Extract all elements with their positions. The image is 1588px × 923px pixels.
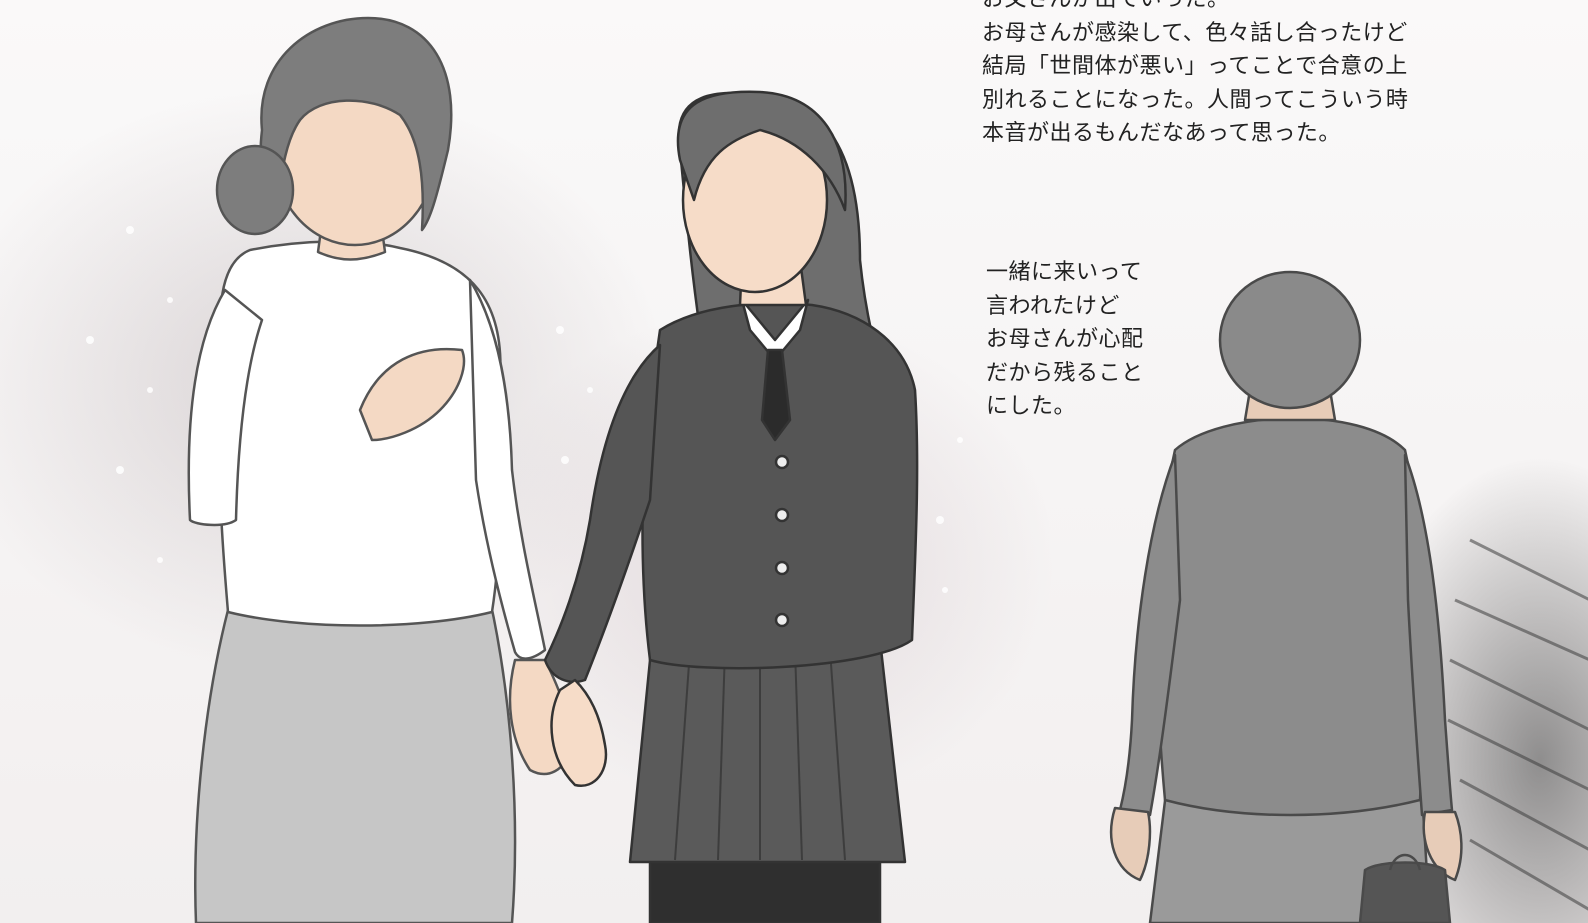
caption-side-line: にした。 bbox=[986, 394, 1077, 419]
caption-side-line: 言われたけど bbox=[986, 293, 1120, 319]
caption-top: お父さんが出ていった。 お母さんが感染して、色々話し合ったけど 結局「世間体が悪… bbox=[982, 0, 1408, 151]
daughter-figure bbox=[543, 90, 919, 923]
caption-side: 一緒に来いって 言われたけど お母さんが心配 だから残ること にした。 bbox=[986, 256, 1144, 424]
caption-top-line: 本音が出るもんだなあって思った。 bbox=[982, 121, 1341, 146]
father-figure bbox=[1110, 270, 1463, 923]
mother-figure bbox=[187, 16, 572, 923]
caption-top-line: お父さんが出ていった。 bbox=[982, 0, 1408, 17]
caption-side-line: 一緒に来いって bbox=[986, 260, 1143, 285]
caption-top-line: お母さんが感染して、色々話し合ったけど bbox=[982, 20, 1408, 46]
caption-top-line: 別れることになった。人間ってこういう時 bbox=[982, 87, 1409, 113]
caption-top-line: 結局「世間体が悪い」ってことで合意の上 bbox=[982, 54, 1408, 79]
shadow-strokes bbox=[1447, 538, 1588, 911]
caption-side-line: お母さんが心配 bbox=[986, 327, 1144, 352]
caption-side-line: だから残ること bbox=[986, 360, 1144, 386]
